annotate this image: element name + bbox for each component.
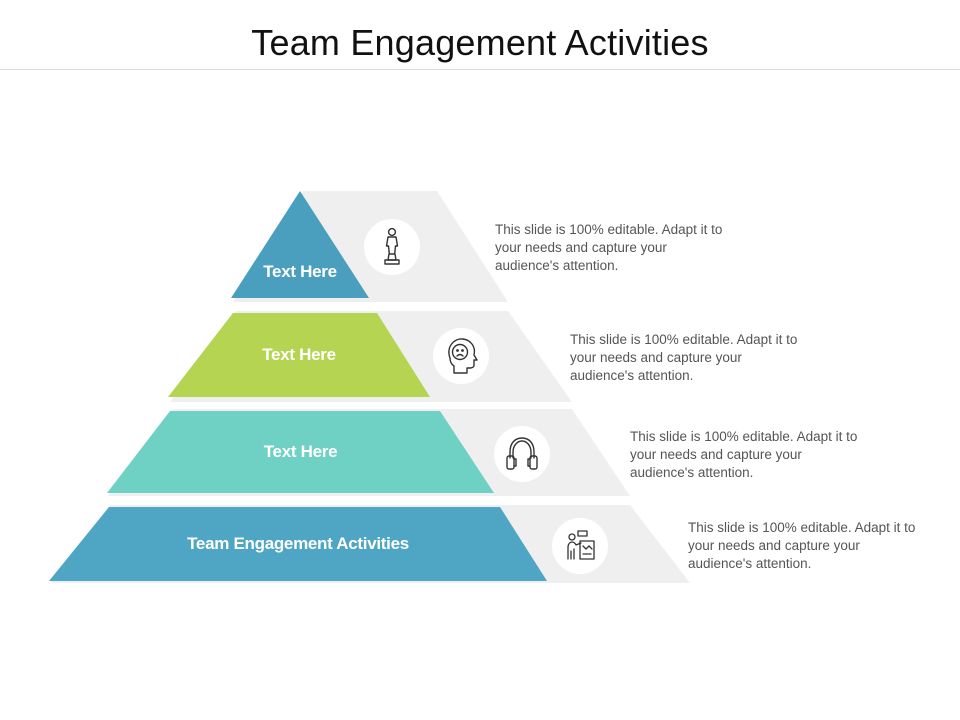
tier-1-description: This slide is 100% editable. Adapt it to… — [495, 222, 723, 273]
title-divider — [0, 69, 960, 70]
tier-2-icon-circle — [433, 328, 489, 384]
tier-4-description: This slide is 100% editable. Adapt it to… — [688, 520, 916, 571]
tier-4-label: Team Engagement Activities — [187, 534, 409, 553]
sad-head-icon — [448, 338, 478, 374]
tier-4-icon-circle — [552, 518, 608, 574]
tier-1-icon-circle — [364, 219, 420, 275]
tier-3-shape[interactable] — [107, 411, 494, 493]
tier-2-shape[interactable] — [168, 313, 430, 397]
tier-3-label: Text Here — [263, 442, 338, 461]
trophy-icon — [384, 227, 400, 265]
slide-title: Team Engagement Activities — [251, 22, 709, 63]
presenter-board-icon — [567, 530, 595, 560]
tier-1-label: Text Here — [263, 262, 337, 281]
tier-4-shape[interactable] — [49, 507, 547, 581]
tier-3-description: This slide is 100% editable. Adapt it to… — [630, 429, 858, 480]
headphones-icon — [506, 437, 538, 470]
tier-1-shape[interactable] — [231, 191, 369, 298]
tier-2-label: Text Here — [262, 345, 336, 364]
tier-3-icon-circle — [494, 426, 550, 482]
tier-2-description: This slide is 100% editable. Adapt it to… — [570, 332, 798, 383]
